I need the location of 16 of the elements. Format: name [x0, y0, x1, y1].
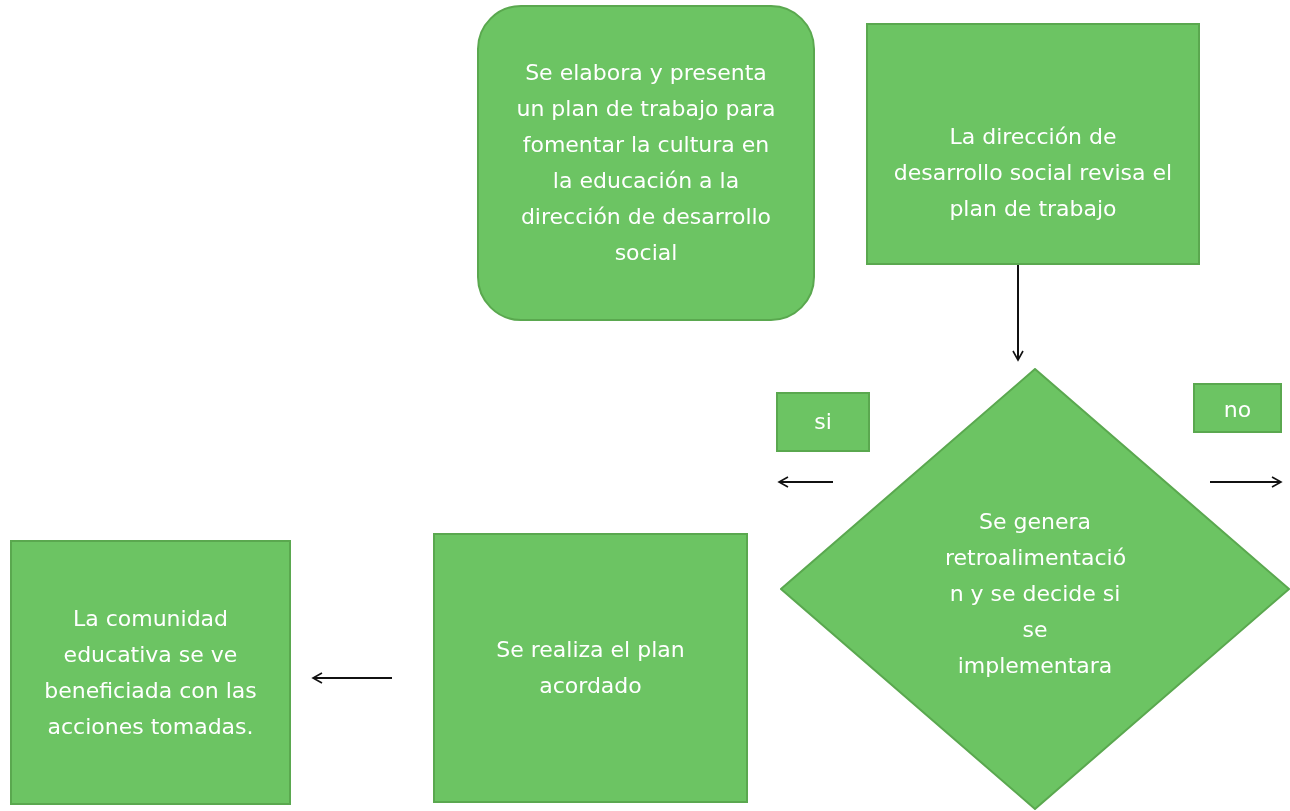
- box-text: no: [1223, 396, 1252, 424]
- process-box: [866, 23, 1200, 265]
- box-text: Se realiza el plan acordado: [495, 636, 686, 700]
- box-text: Se elabora y presenta un plan de trabajo para fomentar la cultura en la educación a la dirección de desarrollo social: [515, 59, 777, 267]
- answer-box: [776, 392, 870, 452]
- rounded-process-box: [477, 5, 815, 321]
- box-text: La comunidad educativa se ve beneficiada con las acciones tomadas.: [43, 604, 258, 741]
- process-box: [10, 540, 291, 805]
- decision-diamond: [780, 368, 1290, 810]
- arrow: [312, 672, 393, 684]
- box-text: La dirección de desarrollo social revisa el plan de trabajo: [892, 123, 1174, 223]
- arrow: [1012, 264, 1024, 361]
- box-text: si: [814, 408, 832, 436]
- answer-box: [1193, 383, 1282, 433]
- process-box: [433, 533, 748, 803]
- diamond-text: Se genera retroalimentació n y se decide si se implementara: [945, 508, 1125, 680]
